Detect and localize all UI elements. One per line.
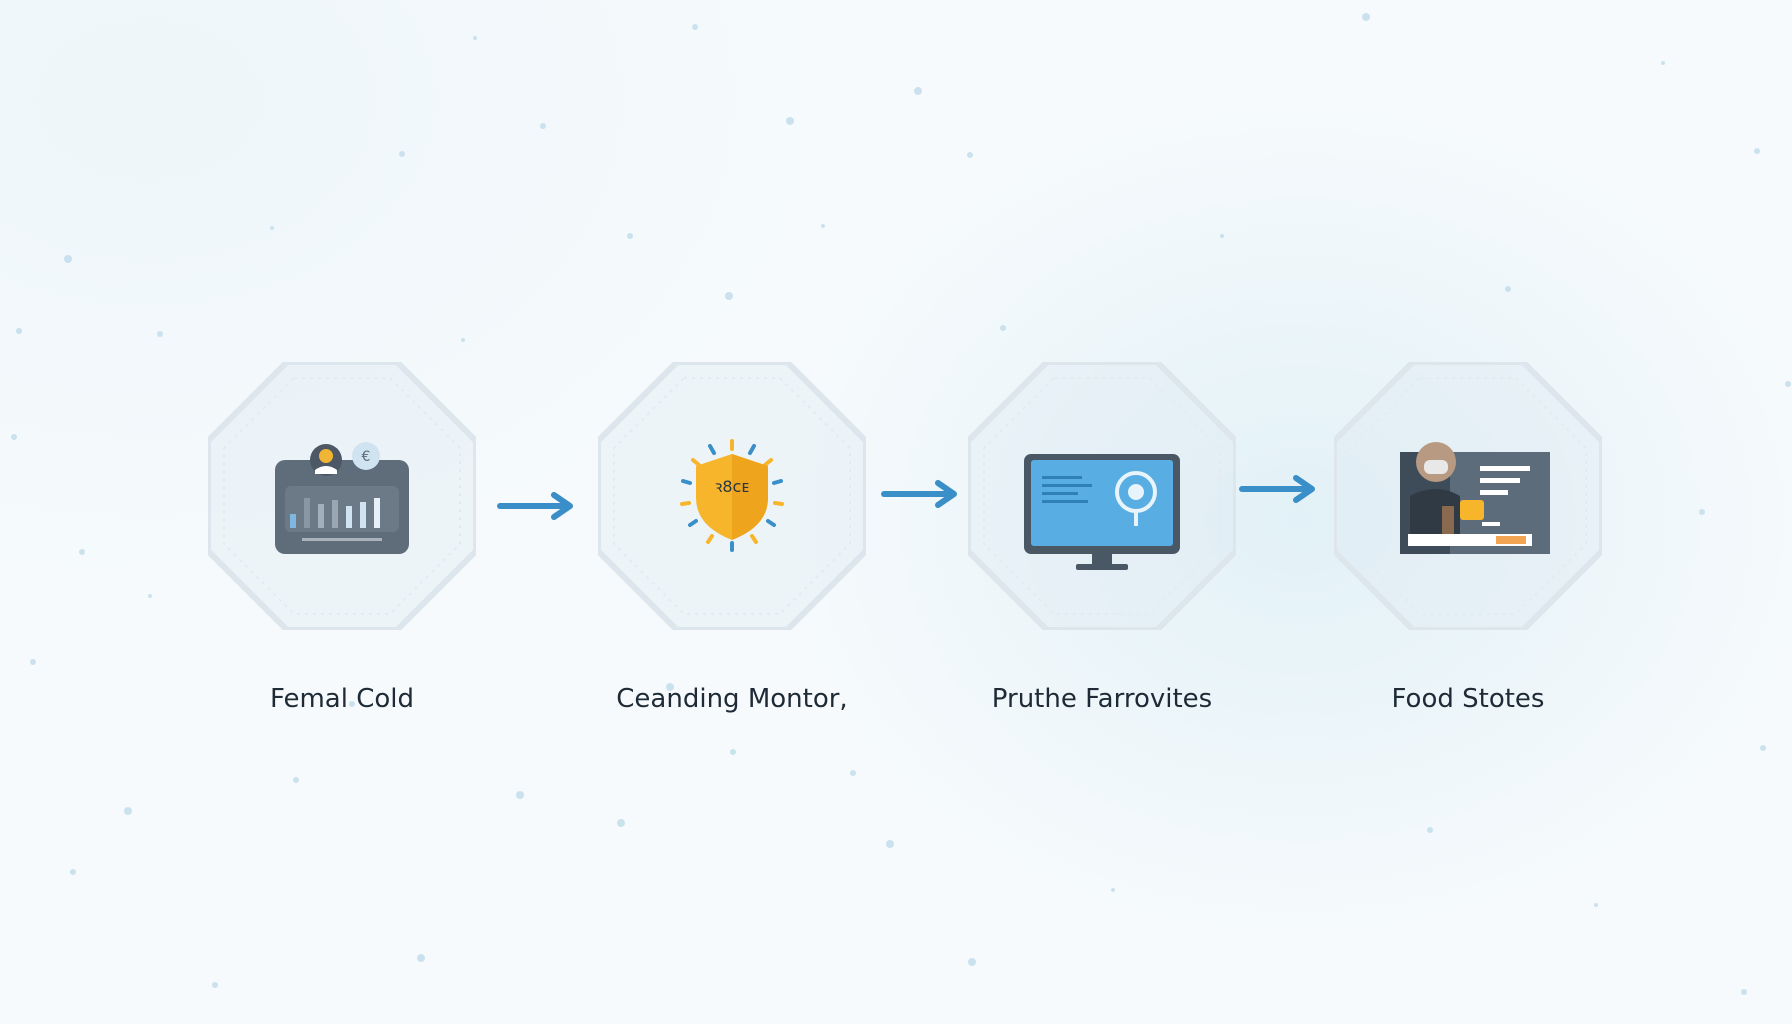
step-badge-2: ꝛ8ᴄᴇ bbox=[598, 362, 866, 630]
worker-profile-panel-icon bbox=[1400, 442, 1550, 554]
step-badge-3 bbox=[968, 362, 1236, 630]
shield-text: ꝛ8ᴄᴇ bbox=[715, 477, 750, 496]
right-arrow-icon bbox=[1239, 475, 1315, 503]
badge-card-bar-chart-icon: € bbox=[275, 442, 409, 554]
computer-monitor-icon bbox=[1024, 454, 1180, 570]
step-label-3: Pruthe Farrovites bbox=[991, 684, 1213, 714]
right-arrow-icon bbox=[497, 492, 573, 520]
step-label-4: Food Stotes bbox=[1391, 684, 1545, 714]
shield-badge-icon: ꝛ8ᴄᴇ bbox=[680, 439, 784, 552]
step-label-2: Ceanding Montor, bbox=[616, 684, 848, 714]
step-badge-4 bbox=[1334, 362, 1602, 630]
right-arrow-icon bbox=[881, 480, 957, 508]
step-label-1: Femal Cold bbox=[269, 684, 415, 714]
step-badge-1: € bbox=[208, 362, 476, 630]
svg-text:€: € bbox=[362, 449, 371, 465]
